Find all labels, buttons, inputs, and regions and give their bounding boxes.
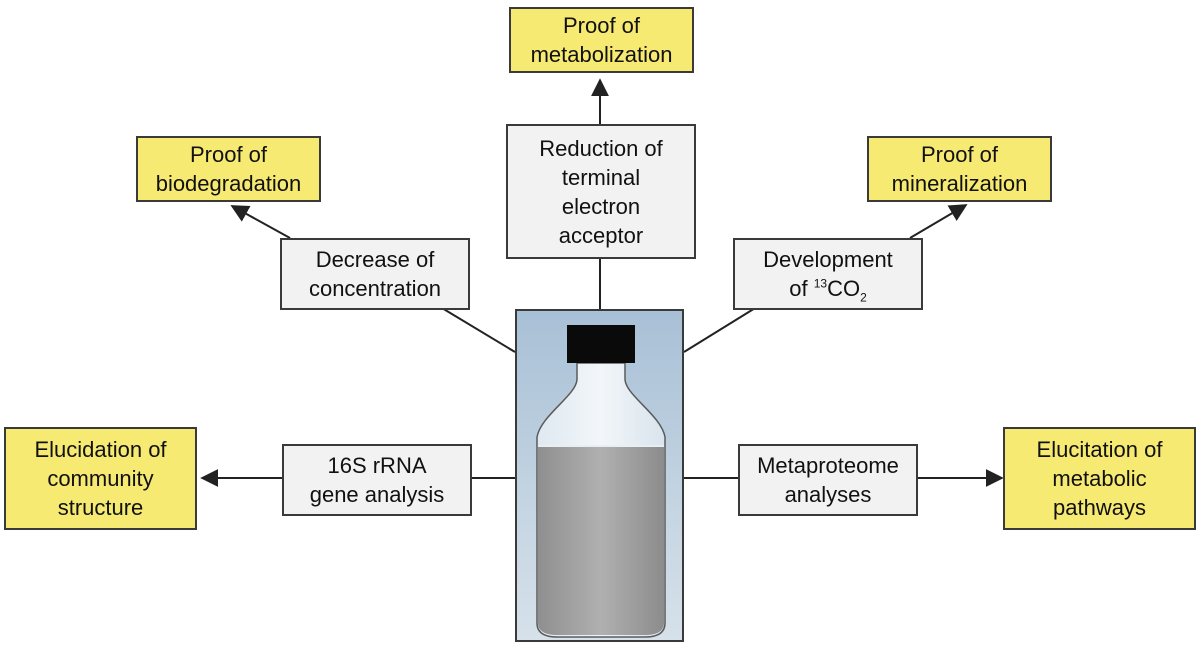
method-rrna-label: 16S rRNA gene analysis [309, 453, 445, 507]
arrow-decrease-to-biodegradation [230, 205, 291, 239]
method-metaproteome-label: Metaproteome analyses [757, 453, 899, 507]
method-development-label: Development of 13CO2 [763, 245, 893, 303]
goal-community-structure: Elucidation of community structure [4, 427, 197, 530]
method-rrna: 16S rRNA gene analysis [282, 444, 472, 516]
method-metaproteome: Metaproteome analyses [738, 444, 918, 516]
method-development: Development of 13CO2 [733, 238, 923, 310]
method-reduction: Reduction of terminal electron acceptor [506, 124, 696, 259]
goal-metabolic-pathways-label: Elucitation of metabolic pathways [1036, 437, 1163, 520]
method-reduction-label: Reduction of terminal electron acceptor [539, 135, 663, 248]
connector-bottle-to-development [683, 301, 766, 353]
method-decrease: Decrease of concentration [280, 238, 470, 310]
connector-bottle-to-decrease [431, 301, 516, 353]
goal-metabolic-pathways: Elucitation of metabolic pathways [1003, 427, 1196, 530]
goal-biodegradation-label: Proof of biodegradation [155, 142, 302, 196]
goal-community-structure-label: Elucidation of community structure [34, 437, 167, 520]
bottle-cap [567, 325, 635, 363]
goal-mineralization-label: Proof of mineralization [891, 142, 1028, 196]
method-development-subscript: 2 [860, 290, 867, 305]
method-development-isotope: 13 [813, 276, 828, 291]
arrow-development-to-mineralization [909, 204, 968, 239]
method-decrease-label: Decrease of concentration [308, 247, 442, 301]
goal-metabolization-label: Proof of metabolization [530, 13, 673, 67]
bottle-photo [515, 309, 684, 642]
method-development-text: Development of [763, 247, 893, 301]
goal-biodegradation: Proof of biodegradation [136, 136, 321, 202]
bottle-liquid [538, 446, 664, 635]
goal-mineralization: Proof of mineralization [867, 136, 1052, 202]
goal-metabolization: Proof of metabolization [509, 7, 694, 73]
bottle-illustration [536, 325, 666, 638]
method-development-co: CO [827, 276, 861, 301]
